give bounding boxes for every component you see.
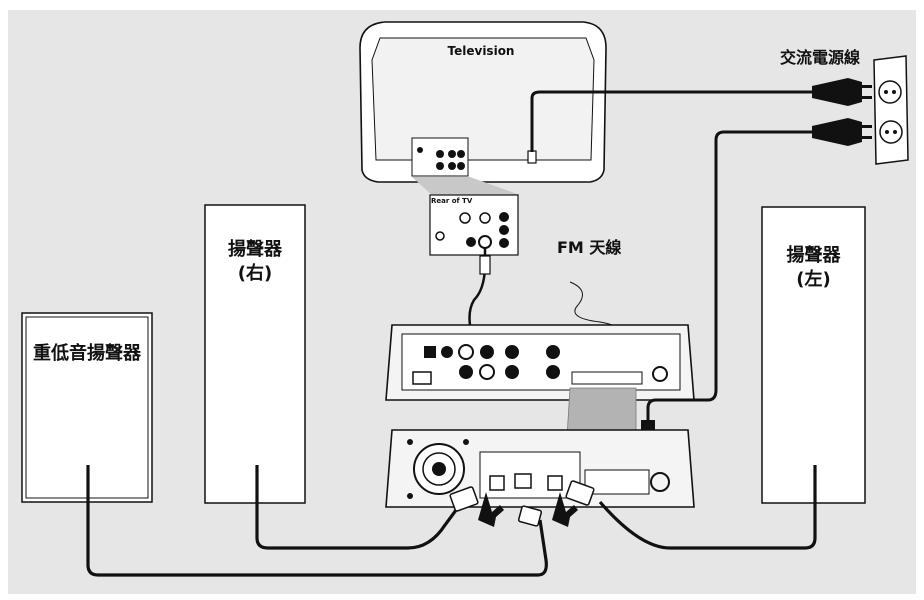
speaker-left-label-line2: (左)	[796, 269, 831, 290]
connector-sub	[517, 505, 543, 527]
main-unit	[385, 324, 695, 401]
unit-power-cable	[646, 130, 815, 425]
television	[359, 21, 607, 183]
speaker-left-cable	[598, 465, 817, 550]
tv-rear-panel	[429, 194, 519, 256]
tv-title: Television	[447, 44, 515, 58]
power-plug-icon	[812, 118, 872, 146]
speaker-right-cable	[255, 465, 464, 550]
subwoofer-cable	[86, 465, 548, 577]
arrow-icon	[478, 492, 504, 527]
speaker-left-label-line1: 揚聲器	[786, 245, 841, 266]
speaker-right-box	[204, 204, 306, 504]
speaker-right-label-line2: (右)	[237, 263, 273, 284]
tv-rear-title: Rear of TV	[431, 197, 473, 205]
speaker-left-label: 揚聲器 (左)	[762, 244, 865, 292]
speaker-unit	[385, 429, 695, 508]
tv-power-cable	[530, 90, 815, 152]
fm-antenna-label: FM 天線	[557, 238, 622, 257]
video-cable	[468, 248, 487, 326]
zoom-beam	[412, 177, 520, 195]
wall-socket-icon	[873, 55, 909, 165]
subwoofer-label: 重低音揚聲器	[33, 343, 141, 364]
ac-power-cord-label: 交流電源線	[780, 48, 861, 67]
speaker-left-box	[761, 206, 866, 504]
speaker-right-label-line1: 揚聲器	[228, 239, 282, 260]
connector-right	[449, 486, 479, 512]
arrow-icon	[552, 492, 578, 527]
connector-left	[565, 480, 595, 506]
power-plug-icon	[812, 78, 872, 106]
speaker-right-label: 揚聲器 (右)	[205, 238, 305, 286]
